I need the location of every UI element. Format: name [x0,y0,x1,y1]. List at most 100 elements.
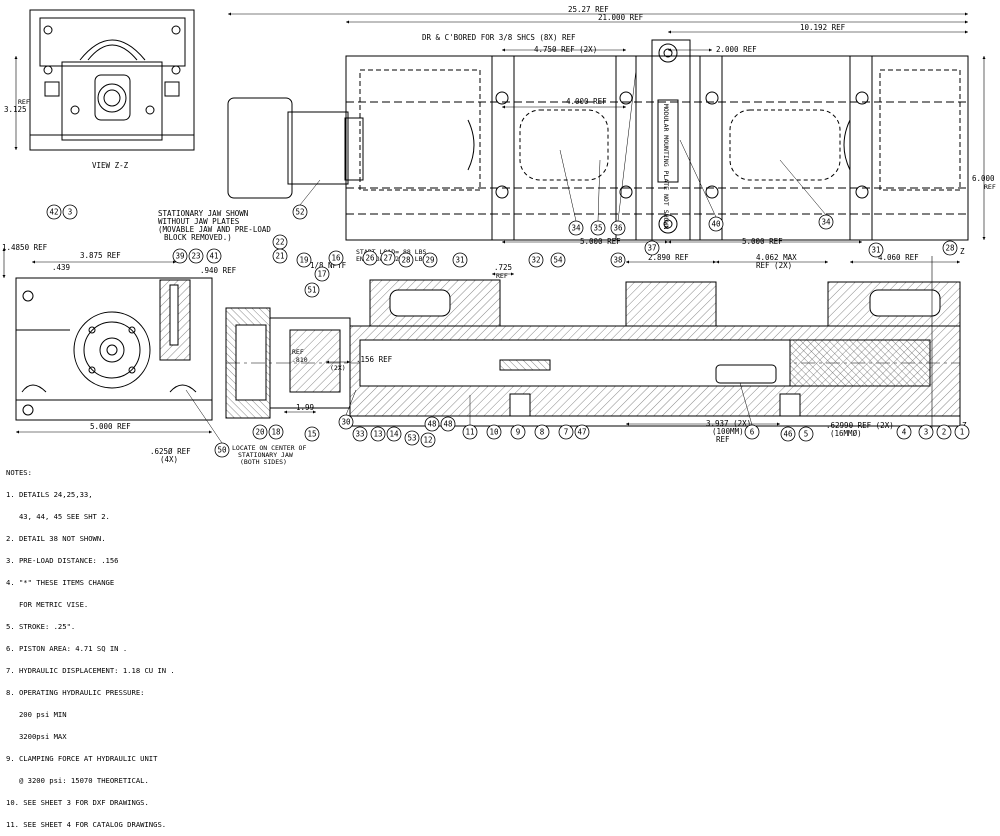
dim-5000a: 5.000 REF [580,237,621,246]
balloon-34-a: 34 [571,224,581,233]
balloons [46,204,970,458]
dim-4062: 4.062 MAX [756,253,797,262]
dim-5000b: 5.000 REF [742,237,783,246]
dim-625x: (4X) [160,455,178,464]
dim-725: .725 [494,263,512,272]
balloon-16: 16 [331,254,341,263]
callout-stationary-4: BLOCK REMOVED.) [164,233,232,242]
dim-6000-ref: REF [984,183,996,191]
note-line: 11. SEE SHEET 4 FOR CATALOG DRAWINGS. [6,820,167,830]
top-view [227,39,969,241]
dim-21: 21.000 REF [598,13,644,22]
balloon-6: 6 [750,428,755,437]
balloon-22: 22 [275,238,284,247]
callout-cbore: DR & C'BORED FOR 3/8 SHCS (8X) REF [422,33,576,42]
balloon-labels: 42 3 52 34 35 36 40 34 22 21 19 17 16 51… [49,208,964,455]
balloon-21: 21 [275,252,284,261]
balloon-47: 47 [577,428,586,437]
balloon-27: 27 [383,254,392,263]
dim-625: .625Ø REF [150,447,191,456]
dim-overall: 25.27 REF [568,5,609,14]
note-line: 7. HYDRAULIC DISPLACEMENT: 1.18 CU IN . [6,665,175,675]
note-line: 3. PRE-LOAD DISTANCE: .156 [6,555,119,565]
dim-3125-ref: REF [18,98,30,106]
note-line: FOR METRIC VISE. [6,599,89,609]
dim-156: .156 REF [356,355,393,364]
note-line: 5. STROKE: .25". [6,621,76,631]
dim-3125: 3.125 [4,105,27,114]
dim-2890: 2.890 REF [648,253,689,262]
balloon-36: 36 [613,224,623,233]
balloon-15: 15 [307,430,316,439]
balloon-1: 1 [960,428,965,437]
callout-nptf: 1/8 NPTF [310,261,347,270]
balloon-35: 35 [593,224,602,233]
note-line: @ 3200 psi: 15070 THEORETICAL. [6,776,149,786]
balloon-11: 11 [465,428,474,437]
balloon-26: 26 [365,254,375,263]
balloon-33: 33 [355,430,364,439]
balloon-3-side: 3 [68,208,73,217]
dim-439: .439 [52,263,70,272]
balloon-28-b: 28 [945,244,955,253]
balloon-13: 13 [373,430,382,439]
dim-14850: 1.4850 REF [2,243,48,252]
balloon-19: 19 [299,256,308,265]
balloon-32: 32 [531,256,540,265]
note-line: 4. "*" THESE ITEMS CHANGE [6,577,115,587]
balloon-7: 7 [564,428,569,437]
note-line: 9. CLAMPING FORCE AT HYDRAULIC UNIT [6,754,158,764]
callout-locate-2: STATIONARY JAW [238,451,293,459]
balloon-52: 52 [295,208,304,217]
balloon-2: 2 [942,428,947,437]
dim-6000: 6.000 [972,174,995,183]
note-line: 1. DETAILS 24,25,33, [6,489,93,499]
note-line: 2. DETAIL 38 NOT SHOWN. [6,533,106,543]
balloon-46: 46 [783,430,793,439]
balloon-10: 10 [489,428,499,437]
callout-stationary-1: STATIONARY JAW SHOWN [158,209,248,218]
note-line: 10. SEE SHEET 3 FOR DXF DRAWINGS. [6,798,149,808]
balloon-18: 18 [271,428,281,437]
balloon-23: 23 [191,252,200,261]
dim-10192: 10.192 REF [800,23,846,32]
balloon-5: 5 [804,430,809,439]
dim-2000: 2.000 REF [716,45,757,54]
dim-4060: 4.060 REF [878,253,919,262]
section-mark-top: Z [960,247,965,256]
balloon-41: 41 [209,252,218,261]
plate-note: MODULAR MOUNTING PLATE NOT SHOWN [662,104,670,229]
note-line: 6. PISTON AREA: 4.71 SQ IN . [6,643,128,653]
leader-lines [185,69,827,444]
dim-199: 1.99 [296,403,314,412]
dim-4750: 4.750 REF (2X) [534,45,597,54]
dim-4000: 4.000 REF [566,97,607,106]
note-line: 43, 44, 45 SEE SHT 2. [6,511,110,521]
balloon-42: 42 [49,208,58,217]
callout-stationary-3: (MOVABLE JAW AND PRE-LOAD [158,225,271,234]
balloon-38: 38 [613,256,623,265]
balloon-3: 3 [924,428,929,437]
balloon-34-b: 34 [821,218,831,227]
balloon-31-b: 31 [871,246,880,255]
note-line: 3200psi MAX [6,732,67,742]
balloon-48-b: 48 [443,420,453,429]
balloon-8: 8 [540,428,545,437]
balloon-4: 4 [902,428,907,437]
dim-725-ref: REF [496,272,508,280]
dim-6299b: (16MMØ) [830,429,862,438]
view-label: VIEW Z-Z [92,161,129,170]
balloon-39: 39 [175,252,184,261]
dim-6299: .62990 REF (2X) [826,421,894,430]
balloon-17: 17 [317,270,326,279]
notes-block: NOTES: 1. DETAILS 24,25,33, 43, 44, 45 S… [6,454,175,836]
callout-locate-1: LOCATE ON CENTER OF [232,444,306,452]
balloon-53: 53 [407,434,416,443]
balloon-12: 12 [423,436,432,445]
dim-4062x: REF (2X) [756,261,792,270]
balloon-28-a: 28 [401,256,411,265]
balloon-51: 51 [307,286,316,295]
dim-3875: 3.875 REF [80,251,121,260]
balloon-29: 29 [425,256,434,265]
engineering-drawing: 3.125 REF VIEW Z-Z MODULAR MOUNTING PLAT… [2,5,996,466]
